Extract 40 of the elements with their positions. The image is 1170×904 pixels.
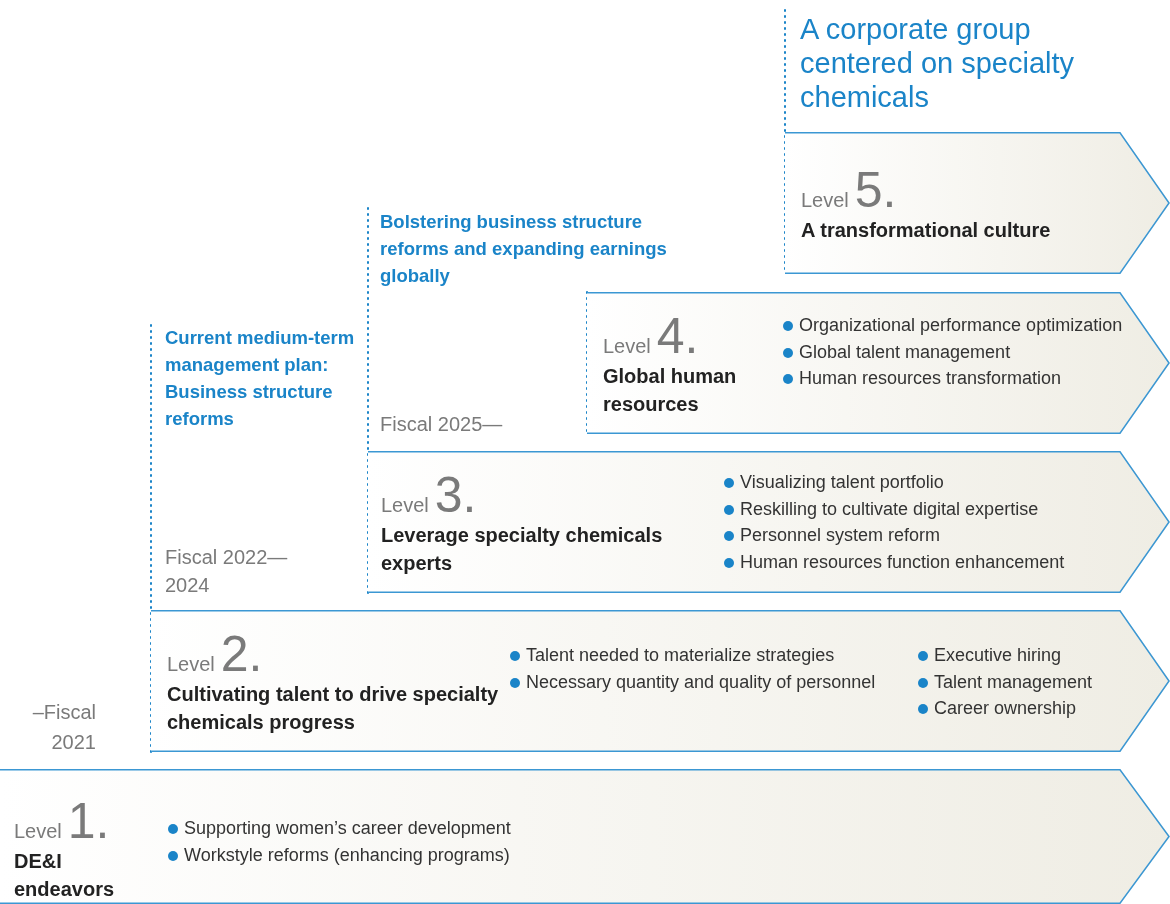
bullet-item: Talent management — [918, 668, 1148, 695]
level-heading: DE&I endeavors — [14, 849, 116, 902]
level-heading: Cultivating talent to drive specialty chemicals progress — [167, 682, 500, 735]
bullet-item: Reskilling to cultivate digital expertise — [724, 495, 1144, 522]
level-arrow-band — [785, 132, 1170, 274]
level-number: 1. — [67, 799, 110, 843]
level-arrow-band — [0, 769, 1170, 904]
bullet-item: Necessary quantity and quality of personnel — [510, 668, 900, 695]
bullet-item: Workstyle reforms (enhancing programs) — [168, 841, 618, 868]
period-label: –Fiscal 2021 — [31, 700, 96, 755]
level-heading: Leverage specialty chemicals experts — [381, 523, 664, 576]
bullet-item: Career ownership — [918, 695, 1148, 722]
bullet-item: Supporting women’s career development — [168, 815, 618, 842]
level-number: 3. — [434, 473, 477, 517]
level-label: Level — [14, 820, 62, 843]
bullet-item: Talent needed to materialize strategies — [510, 642, 900, 669]
level-label: Level — [167, 653, 215, 676]
goal-heading: A corporate group centered on specialty chemicals — [800, 12, 1076, 114]
phase-heading: Current medium-term management plan: Business structure reforms — [165, 326, 356, 431]
level-arrow-band — [151, 610, 1170, 752]
bullet-item: Human resources transformation — [783, 365, 1123, 392]
level-heading: Global human resources — [603, 364, 738, 417]
bullet-item: Global talent management — [783, 338, 1123, 365]
bullet-item: Personnel system reform — [724, 522, 1144, 549]
phase-heading: Bolstering business structure reforms and expanding earnings globally — [380, 210, 668, 288]
bullet-item: Visualizing talent portfolio — [724, 469, 1144, 496]
level-arrow-band — [587, 292, 1170, 434]
period-label: Fiscal 2022—2024 — [165, 545, 289, 598]
bullet-item: Human resources function enhancement — [724, 548, 1144, 575]
level-number: 4. — [656, 314, 699, 358]
level-number: 2. — [220, 632, 263, 676]
level-heading: A transformational culture — [801, 218, 1052, 243]
period-label: Fiscal 2025— — [380, 413, 504, 436]
level-label: Level — [801, 189, 849, 212]
level-number: 5. — [854, 168, 897, 212]
bullet-item: Executive hiring — [918, 642, 1148, 669]
level-label: Level — [381, 494, 429, 517]
level-label: Level — [603, 335, 651, 358]
level-arrow-band — [368, 451, 1170, 593]
bullet-item: Organizational performance optimization — [783, 312, 1123, 339]
